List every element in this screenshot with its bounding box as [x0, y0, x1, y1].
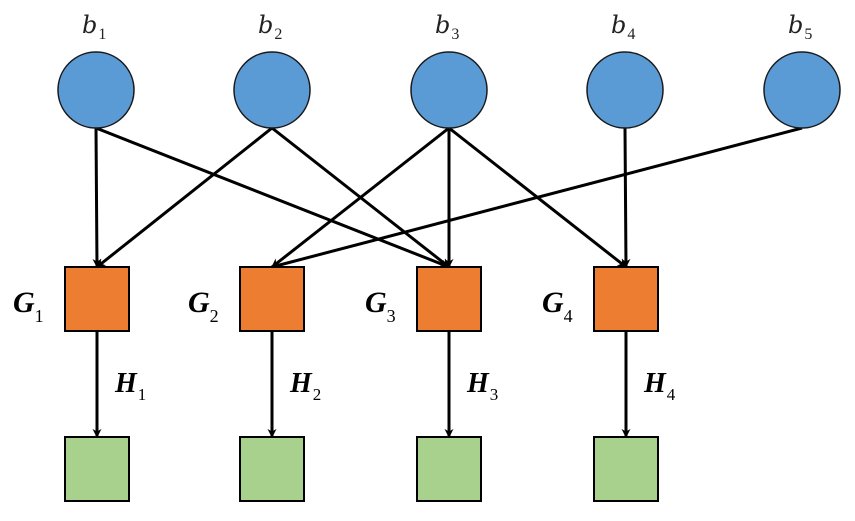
input-label-b5: b5	[788, 11, 812, 43]
output-nodes	[64, 436, 659, 502]
group-node-G4: G4	[542, 266, 659, 332]
group-label-G4-base: G	[542, 286, 564, 319]
input-node-b3: b3	[410, 11, 488, 129]
output-node-O3	[416, 436, 482, 502]
group-label-G1-base: G	[13, 286, 35, 319]
input-label-b3-base: b	[435, 11, 450, 39]
transform-label-h1: H1	[114, 368, 146, 404]
transform-label-h4-subscript: 4	[667, 385, 676, 404]
transform-label-h2: H2	[289, 368, 321, 404]
input-node-circle	[410, 51, 488, 129]
transform-label-h1-base: H	[114, 368, 138, 399]
edge-b1-to-G1	[92, 127, 102, 268]
input-node-b2: b2	[233, 11, 311, 129]
input-label-b1: b1	[82, 11, 106, 43]
group-label-G2: G2	[188, 286, 219, 326]
input-label-b4: b4	[611, 11, 635, 43]
input-node-circle	[233, 51, 311, 129]
group-node-box	[64, 266, 130, 332]
group-node-G1: G1	[13, 266, 130, 332]
input-label-b2: b2	[258, 11, 282, 43]
group-node-G2: G2	[188, 266, 305, 332]
input-label-b4-subscript: 4	[627, 26, 635, 43]
transform-label-h4: H4	[643, 368, 676, 404]
input-label-b2-subscript: 2	[274, 26, 282, 43]
input-node-circle	[57, 51, 135, 129]
input-label-b3: b3	[435, 11, 459, 43]
edge-b4-to-G4	[621, 127, 631, 268]
group-node-box	[593, 266, 659, 332]
input-label-b5-subscript: 5	[804, 26, 812, 43]
input-label-b1-base: b	[82, 11, 97, 39]
edges-layer	[92, 126, 803, 270]
transform-label-h2-base: H	[289, 368, 313, 399]
edge-b3-to-G2	[271, 126, 450, 269]
input-node-b5: b5	[763, 11, 841, 129]
transform-label-h3: H3	[466, 368, 498, 404]
edge-b2-to-G1	[96, 126, 273, 269]
transform-label-h3-base: H	[466, 368, 490, 399]
input-label-b3-subscript: 3	[451, 26, 459, 43]
group-label-G2-base: G	[188, 286, 210, 319]
input-node-circle	[763, 51, 841, 129]
output-node-O1	[64, 436, 130, 502]
output-node-O2	[239, 436, 305, 502]
group-label-G1: G1	[13, 286, 44, 326]
group-label-G1-subscript: 1	[35, 306, 44, 326]
transform-label-h1-subscript: 1	[138, 385, 147, 404]
group-label-G3-subscript: 3	[387, 306, 396, 326]
input-label-b1-subscript: 1	[98, 26, 106, 43]
group-node-box	[416, 266, 482, 332]
input-node-b4: b4	[586, 11, 664, 129]
output-node-O4	[593, 436, 659, 502]
transform-label-h4-base: H	[643, 368, 667, 399]
edge-b5-to-G2	[271, 126, 803, 270]
group-label-G4-subscript: 4	[564, 306, 573, 326]
input-label-b5-base: b	[788, 11, 803, 39]
input-label-b4-base: b	[611, 11, 626, 39]
group-label-G3-base: G	[365, 286, 387, 319]
transform-label-h2-subscript: 2	[313, 385, 322, 404]
transform-label-h3-subscript: 3	[490, 385, 499, 404]
input-label-b2-base: b	[258, 11, 273, 39]
input-node-b1: b1	[57, 11, 135, 129]
group-label-G3: G3	[365, 286, 396, 326]
edge-b1-to-G3	[95, 126, 450, 269]
group-node-box	[239, 266, 305, 332]
group-label-G2-subscript: 2	[210, 306, 219, 326]
group-node-G3: G3	[365, 266, 482, 332]
input-node-circle	[586, 51, 664, 129]
group-label-G4: G4	[542, 286, 573, 326]
